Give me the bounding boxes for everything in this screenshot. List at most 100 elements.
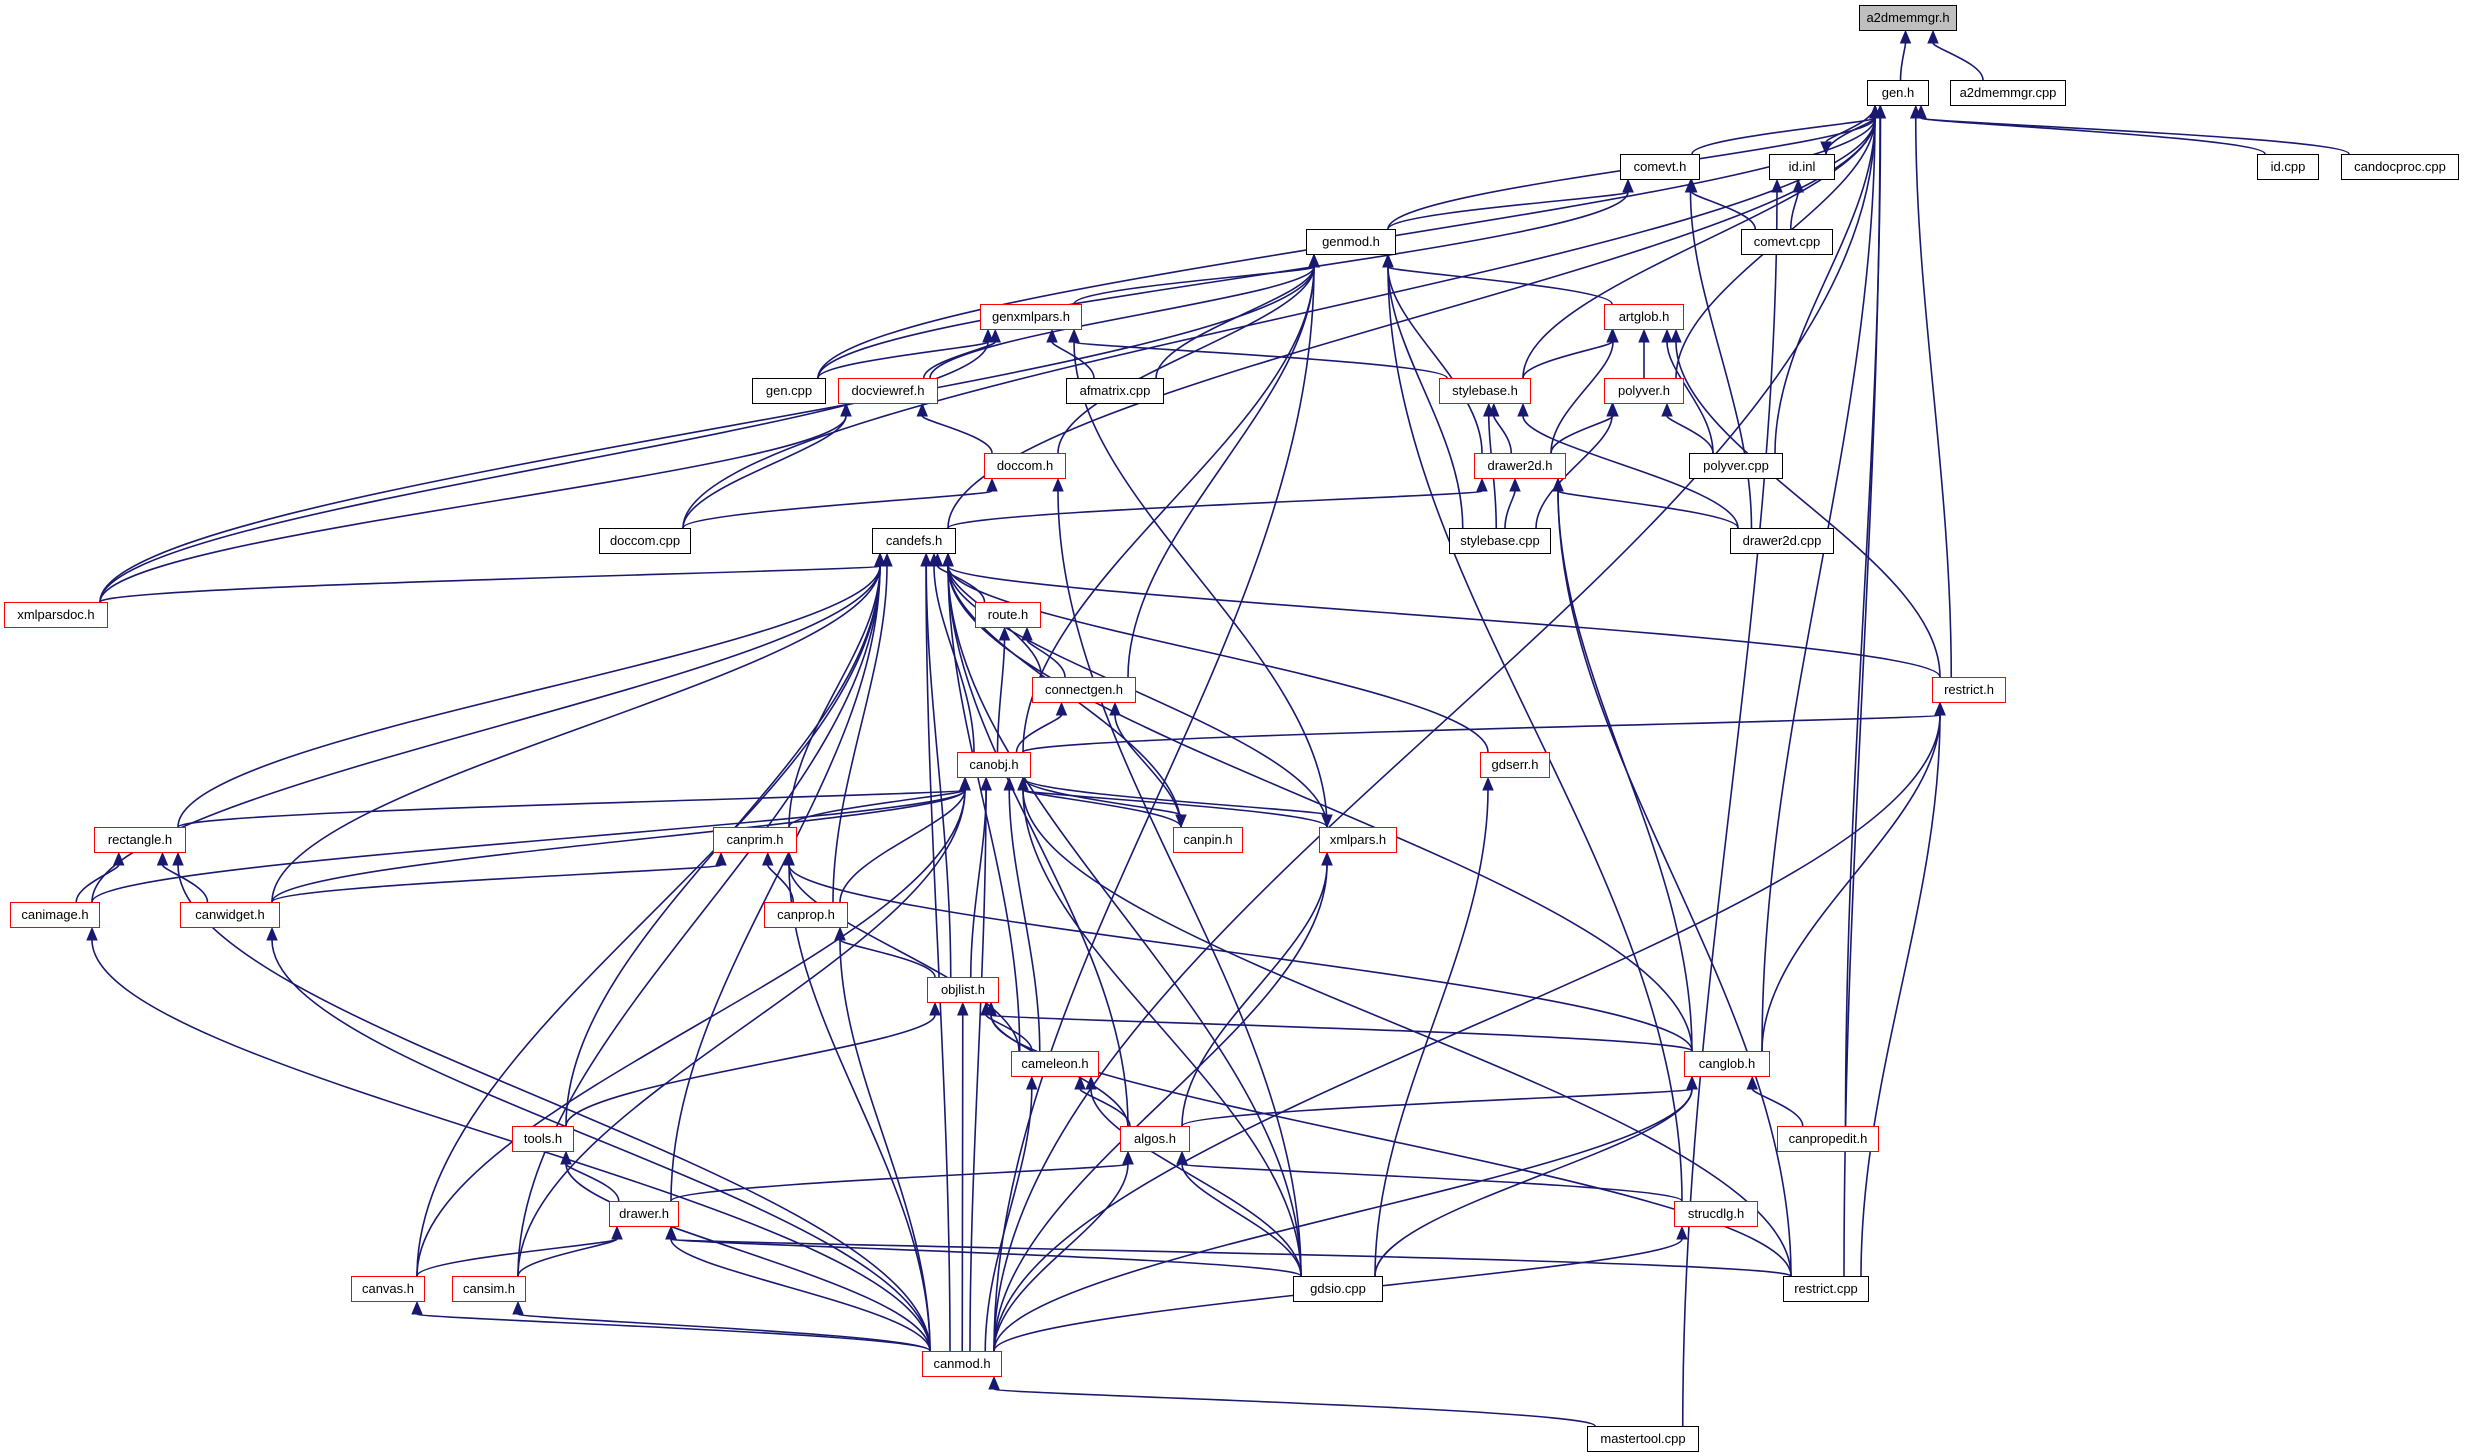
graph-node-drawer-h[interactable]: drawer.h: [609, 1201, 679, 1227]
graph-node-mastertool-cpp[interactable]: mastertool.cpp: [1587, 1426, 1699, 1452]
graph-node-genmod-h[interactable]: genmod.h: [1306, 229, 1396, 255]
graph-node-drawer2d-h[interactable]: drawer2d.h: [1474, 453, 1566, 479]
graph-node-canmod-h[interactable]: canmod.h: [922, 1351, 1002, 1377]
graph-node-polyver-h[interactable]: polyver.h: [1604, 378, 1684, 404]
edge-objlist-h-to-candefs-h: [925, 565, 952, 978]
graph-node-drawer2d-cpp[interactable]: drawer2d.cpp: [1730, 528, 1834, 554]
arrowhead-133: [1085, 1075, 1097, 1090]
edge-drawer2d-cpp-to-drawer2d-h: [1557, 490, 1739, 529]
arrowhead-84: [874, 552, 886, 567]
edge-mastertool-cpp-to-id-inl: [1681, 191, 1778, 1427]
graph-node-canpropedit-h[interactable]: canpropedit.h: [1777, 1126, 1879, 1152]
edge-cansim-h-to-drawer-h: [517, 1238, 618, 1277]
edge-canwidget-h-to-rectangle-h: [161, 864, 209, 903]
graph-node-candefs-h[interactable]: candefs.h: [872, 528, 956, 554]
edge-artglob-h-to-genmod-h: [1387, 266, 1613, 305]
graph-node-xmlparsdoc-h[interactable]: xmlparsdoc.h: [4, 602, 108, 628]
graph-node-id-cpp[interactable]: id.cpp: [2257, 154, 2319, 180]
arrowhead-132: [1074, 1075, 1086, 1090]
arrowhead-69: [928, 552, 940, 567]
graph-node-gdsio-cpp[interactable]: gdsio.cpp: [1293, 1276, 1383, 1302]
graph-node-canimage-h[interactable]: canimage.h: [10, 902, 100, 928]
edge-stylebase-cpp-to-genmod-h: [1387, 266, 1464, 529]
arrowhead-121: [1321, 851, 1333, 866]
graph-node-canvas-h[interactable]: canvas.h: [351, 1276, 425, 1302]
arrowhead-143: [1176, 1150, 1188, 1165]
graph-node-a2dmemmgr-cpp[interactable]: a2dmemmgr.cpp: [1950, 80, 2066, 106]
arrowhead-22: [1684, 178, 1697, 193]
graph-node-stylebase-h[interactable]: stylebase.h: [1439, 378, 1531, 404]
graph-node-gen-h[interactable]: gen.h: [1867, 80, 1929, 106]
graph-node-canglob-h[interactable]: canglob.h: [1684, 1051, 1770, 1077]
graph-node-canwidget-h[interactable]: canwidget.h: [180, 902, 280, 928]
edge-polyver-cpp-to-polyver-h: [1666, 415, 1714, 454]
graph-node-cameleon-h[interactable]: cameleon.h: [1011, 1051, 1099, 1077]
graph-node-algos-h[interactable]: algos.h: [1120, 1126, 1190, 1152]
graph-node-canprop-h[interactable]: canprop.h: [764, 902, 848, 928]
edge-canmod-h-to-canprop-h: [839, 939, 931, 1352]
arrowhead-90: [1109, 701, 1121, 716]
graph-node-canobj-h[interactable]: canobj.h: [957, 752, 1031, 778]
edge-gdserr-h-to-candefs-h: [947, 565, 1489, 753]
graph-node-restrict-cpp[interactable]: restrict.cpp: [1783, 1276, 1869, 1302]
graph-node-candocproc-cpp[interactable]: candocproc.cpp: [2341, 154, 2459, 180]
arrowhead-15: [1910, 104, 1922, 119]
graph-node-canpin-h[interactable]: canpin.h: [1173, 827, 1243, 853]
arrowhead-131: [957, 1001, 969, 1016]
edge-comevt-cpp-to-id-inl: [1789, 191, 1800, 230]
graph-node-genxmlpars-h[interactable]: genxmlpars.h: [980, 304, 1082, 330]
arrowhead-95: [1482, 776, 1494, 791]
graph-node-strucdlg-h[interactable]: strucdlg.h: [1674, 1201, 1758, 1227]
edge-canobj-h-to-canpin-h: [1022, 777, 1182, 816]
graph-node-tools-h[interactable]: tools.h: [512, 1126, 574, 1152]
edge-canimage-h-to-rectangle-h: [75, 864, 120, 903]
edge-doccom-cpp-to-doccom-h: [682, 490, 993, 529]
graph-node-doccom-cpp[interactable]: doccom.cpp: [599, 528, 691, 554]
graph-node-docviewref-h[interactable]: docviewref.h: [838, 378, 938, 404]
graph-node-comevt-cpp[interactable]: comevt.cpp: [1741, 229, 1833, 255]
graph-node-id-inl[interactable]: id.inl: [1769, 154, 1835, 180]
edge-restrict-cpp-to-gen-h: [1843, 117, 1881, 1277]
edge-cansim-h-to-candefs-h: [517, 565, 881, 1277]
arrowhead-115: [762, 851, 774, 866]
graph-node-xmlpars-h[interactable]: xmlpars.h: [1319, 827, 1397, 853]
arrowhead-57: [986, 477, 998, 492]
graph-node-afmatrix-cpp[interactable]: afmatrix.cpp: [1066, 378, 1164, 404]
graph-node-gen-cpp[interactable]: gen.cpp: [752, 378, 826, 404]
graph-node-route-h[interactable]: route.h: [975, 602, 1041, 628]
arrowhead-150: [1676, 1225, 1688, 1240]
graph-node-artglob-h[interactable]: artglob.h: [1604, 304, 1684, 330]
arrowhead-114: [172, 851, 184, 866]
edge-canobj-h-to-connectgen-h: [1015, 714, 1063, 753]
graph-node-stylebase-cpp[interactable]: stylebase.cpp: [1449, 528, 1551, 554]
arrowhead-151: [411, 1300, 423, 1315]
edge-canobj-h-to-xmlpars-h: [1022, 777, 1328, 816]
arrowhead-106: [959, 776, 971, 791]
graph-node-doccom-h[interactable]: doccom.h: [984, 453, 1066, 479]
graph-node-gdserr-h[interactable]: gdserr.h: [1480, 752, 1550, 778]
graph-node-restrict-h[interactable]: restrict.h: [1932, 677, 2006, 703]
edge-algos-h-to-xmlpars-h: [1181, 864, 1328, 1127]
graph-node-cansim-h[interactable]: cansim.h: [452, 1276, 526, 1302]
edge-restrict-h-to-gen-h: [1914, 117, 1953, 678]
edge-restrict-h-to-candefs-h: [947, 565, 1941, 678]
graph-node-connectgen-h[interactable]: connectgen.h: [1032, 677, 1136, 703]
graph-node-rectangle-h[interactable]: rectangle.h: [94, 827, 186, 853]
graph-node-polyver-cpp[interactable]: polyver.cpp: [1689, 453, 1783, 479]
edge-canglob-h-to-canprim-h: [788, 864, 1693, 1052]
edge-canobj-h-to-restrict-h: [1022, 714, 1941, 753]
edge-rectangle-h-to-canobj-h: [177, 789, 966, 828]
edge-canglob-h-to-objlist-h: [990, 1014, 1693, 1052]
edge-gen-cpp-to-comevt-h: [817, 191, 1629, 379]
edge-drawer-h-to-algos-h: [670, 1163, 1129, 1202]
graph-node-canprim-h[interactable]: canprim.h: [713, 827, 797, 853]
edge-polyver-cpp-to-gen-h: [1774, 117, 1876, 454]
graph-node-objlist-h[interactable]: objlist.h: [927, 977, 999, 1003]
edge-canprop-h-to-canobj-h: [839, 789, 966, 903]
graph-node-comevt-h[interactable]: comevt.h: [1620, 154, 1700, 180]
edge-canmod-h-to-candefs-h: [925, 565, 951, 1352]
arrowhead-134: [1026, 1075, 1038, 1090]
edge-doccom-h-to-genmod-h: [1057, 266, 1315, 454]
arrowhead-109: [980, 776, 992, 791]
